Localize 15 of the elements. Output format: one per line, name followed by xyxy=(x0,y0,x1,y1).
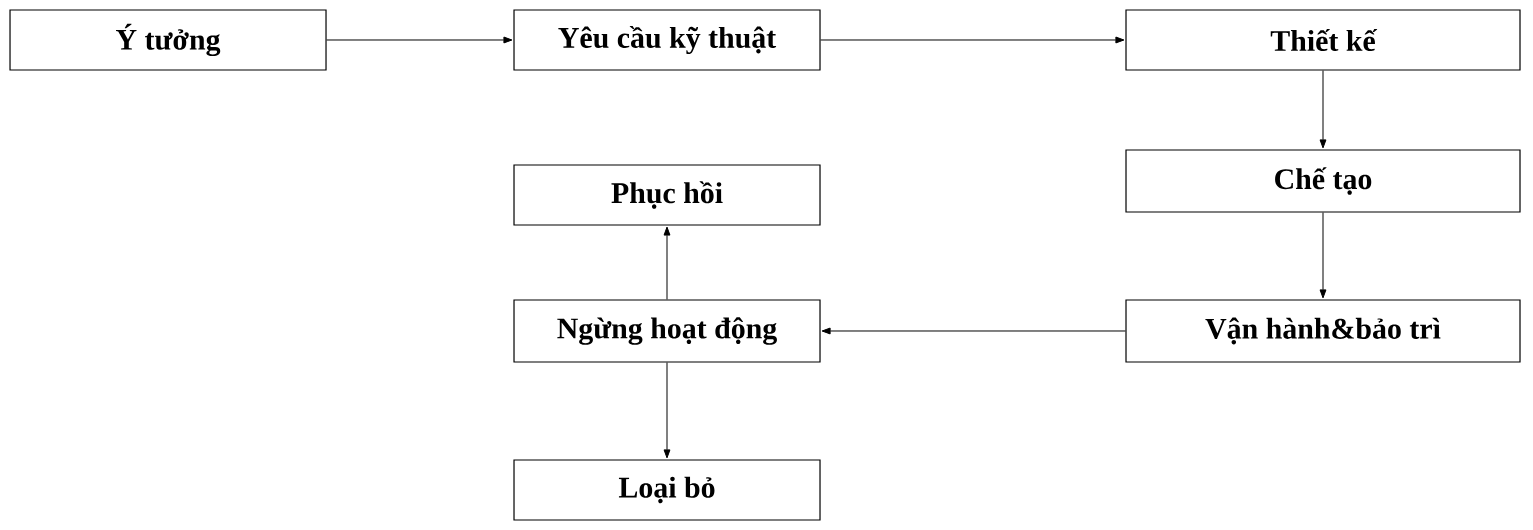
arrow xyxy=(820,36,1125,44)
process-box: Chế tạo xyxy=(1125,149,1521,213)
arrow xyxy=(663,226,671,300)
arrow xyxy=(1319,70,1327,149)
process-box: Vận hành&bảo trì xyxy=(1125,299,1521,363)
process-box: Thiết kế xyxy=(1125,9,1521,71)
arrow xyxy=(1319,212,1327,299)
process-box: Phục hồi xyxy=(513,164,821,226)
arrow xyxy=(326,36,513,44)
arrow xyxy=(663,362,671,459)
process-box: Loại bỏ xyxy=(513,459,821,521)
process-box: Yêu cầu kỹ thuật xyxy=(513,9,821,71)
process-box: Ngừng hoạt động xyxy=(513,299,821,363)
arrow xyxy=(821,327,1126,335)
process-box: Ý tưởng xyxy=(9,9,327,71)
